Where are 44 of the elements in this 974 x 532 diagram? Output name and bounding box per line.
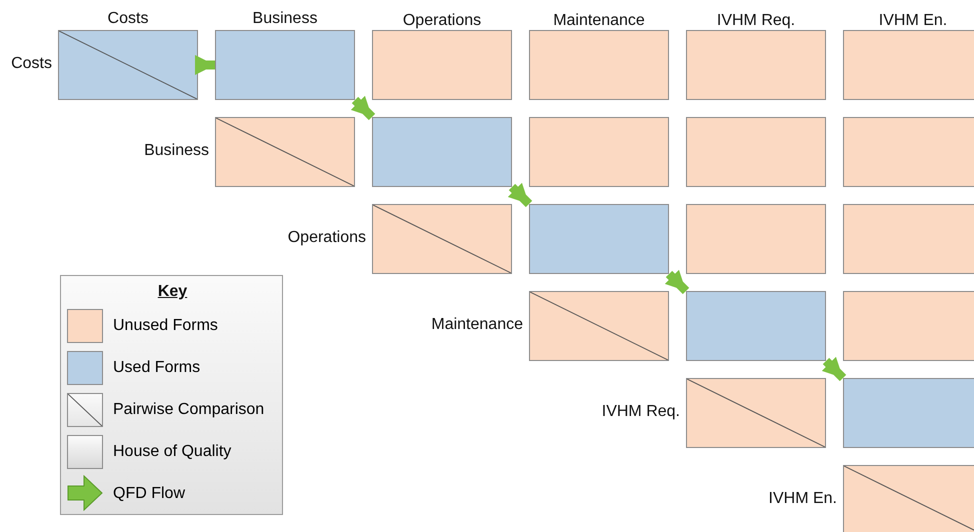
unused-form-cell xyxy=(686,30,826,100)
pairwise-comparison-cell xyxy=(686,378,826,448)
legend-title: Key xyxy=(156,283,188,301)
row-header: IVHM Req. xyxy=(602,403,680,421)
flow-arrow xyxy=(508,182,532,208)
pairwise-comparison-cell xyxy=(58,30,198,100)
pairwise-comparison-cell xyxy=(529,291,669,361)
column-header: Maintenance xyxy=(552,12,646,30)
pairwise-comparison-cell xyxy=(843,465,974,532)
used-form-cell xyxy=(843,378,974,448)
used-form-cell xyxy=(529,204,669,274)
legend-label: Pairwise Comparison xyxy=(113,401,264,419)
row-header: Maintenance xyxy=(431,316,523,334)
legend-label: QFD Flow xyxy=(113,485,185,503)
row-header: Operations xyxy=(288,229,366,247)
unused-form-cell xyxy=(843,204,974,274)
pairwise-comparison-cell xyxy=(372,204,512,274)
pairwise-comparison-cell xyxy=(215,117,355,187)
unused-form-cell xyxy=(529,30,669,100)
legend-label: Unused Forms xyxy=(113,317,218,335)
used-form-cell xyxy=(372,117,512,187)
row-header: Costs xyxy=(11,55,52,73)
unused-form-cell xyxy=(529,117,669,187)
flow-arrow xyxy=(664,270,690,294)
unused-form-cell xyxy=(843,117,974,187)
unused-form-cell xyxy=(843,291,974,361)
unused-form-cell xyxy=(686,117,826,187)
unused-form-cell xyxy=(372,30,512,100)
flow-arrow xyxy=(195,55,215,75)
unused-form-cell xyxy=(843,30,974,100)
row-header: IVHM En. xyxy=(768,490,837,508)
row-header: Business xyxy=(144,142,209,160)
legend-label: House of Quality xyxy=(113,443,232,461)
column-header: IVHM En. xyxy=(878,12,948,30)
column-header: Business xyxy=(252,10,318,28)
column-header: Costs xyxy=(106,10,150,28)
used-form-cell xyxy=(215,30,355,100)
flow-arrow xyxy=(822,356,846,382)
column-header: IVHM Req. xyxy=(716,12,796,30)
flow-arrow xyxy=(350,96,376,120)
used-form-cell xyxy=(686,291,826,361)
legend-label: Used Forms xyxy=(113,359,200,377)
column-header: Operations xyxy=(402,12,482,30)
unused-form-cell xyxy=(686,204,826,274)
